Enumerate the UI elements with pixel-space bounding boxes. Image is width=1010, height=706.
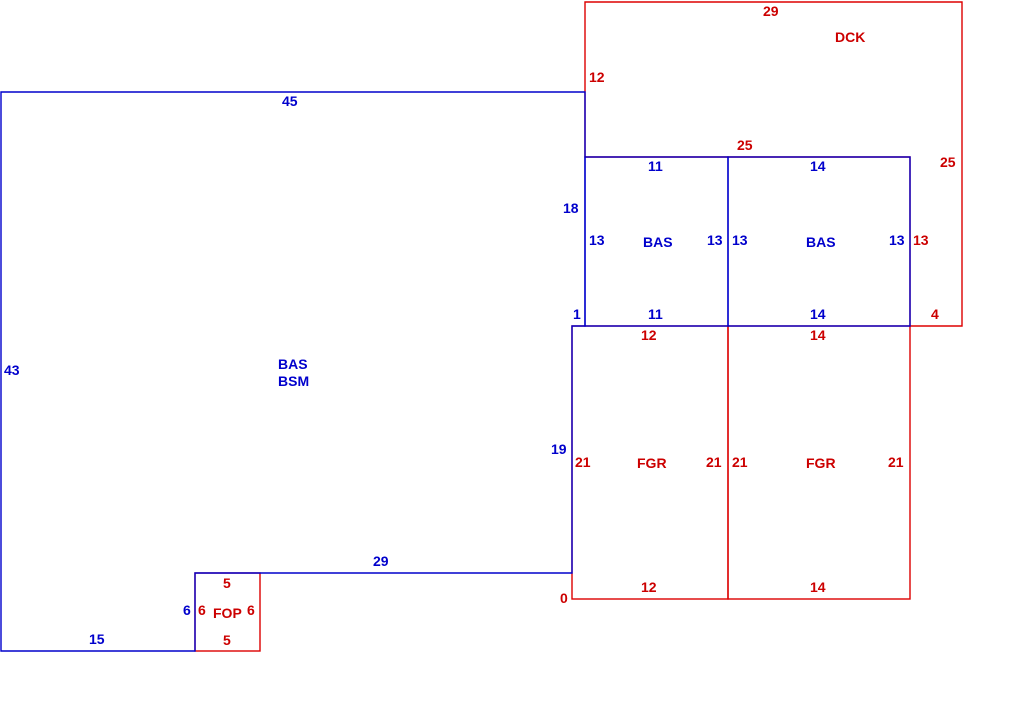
dim-main-bottom-right: 29 <box>373 553 389 569</box>
dim-bas-right-left: 13 <box>732 232 748 248</box>
dim-fgr-right-top: 14 <box>810 327 826 343</box>
dim-fgr-right-bottom: 14 <box>810 579 826 595</box>
dck-label: DCK <box>835 29 865 45</box>
dim-fgr-right-left: 21 <box>732 454 748 470</box>
bas-right-label: BAS <box>806 234 836 250</box>
dim-bas-left-bottom: 11 <box>648 306 663 322</box>
bas-left-label: BAS <box>643 234 673 250</box>
dim-main-top: 45 <box>282 93 298 109</box>
fgr-left-label: FGR <box>637 455 667 471</box>
dim-dck-right: 25 <box>940 154 956 170</box>
dim-fop-blue-left: 6 <box>183 602 191 618</box>
dim-fop-left: 6 <box>198 602 206 618</box>
bas-right-outline <box>727 156 911 327</box>
dim-fgr-left-bottom: 12 <box>641 579 657 595</box>
dim-bas-right-right: 13 <box>889 232 905 248</box>
dim-dck-bottom: 25 <box>737 137 753 153</box>
dim-main-right-upper: 18 <box>563 200 579 216</box>
dim-dck-top: 29 <box>763 3 779 19</box>
dim-fgr-right-right: 21 <box>888 454 904 470</box>
dim-main-left: 43 <box>4 362 20 378</box>
dim-main-right-lower: 19 <box>551 441 567 457</box>
bas-main-label: BAS <box>278 356 308 372</box>
dim-fop-bottom: 5 <box>223 632 231 648</box>
dim-bas-left-right: 13 <box>707 232 723 248</box>
dim-main-right-step: 1 <box>573 306 581 322</box>
dim-fgr-left-right: 21 <box>706 454 722 470</box>
dim-main-bottom-left: 15 <box>89 631 105 647</box>
dim-fop-right: 6 <box>247 602 255 618</box>
dim-bas-left-top: 11 <box>648 158 663 174</box>
bsm-main-label: BSM <box>278 373 309 389</box>
dim-main-bottom-step: 0 <box>560 590 568 606</box>
fop-label: FOP <box>213 605 242 621</box>
dim-dck-left: 12 <box>589 69 605 85</box>
dim-dck-step: 4 <box>931 306 939 322</box>
dck-outline <box>584 1 963 327</box>
dim-bas-left-left: 13 <box>589 232 605 248</box>
dim-dck-inner-right: 13 <box>913 232 929 248</box>
dim-fgr-left-top: 12 <box>641 327 657 343</box>
dim-fgr-left-left: 21 <box>575 454 591 470</box>
dim-bas-right-top: 14 <box>810 158 826 174</box>
dim-fop-top: 5 <box>223 575 231 591</box>
fgr-right-label: FGR <box>806 455 836 471</box>
dim-bas-right-bottom: 14 <box>810 306 826 322</box>
